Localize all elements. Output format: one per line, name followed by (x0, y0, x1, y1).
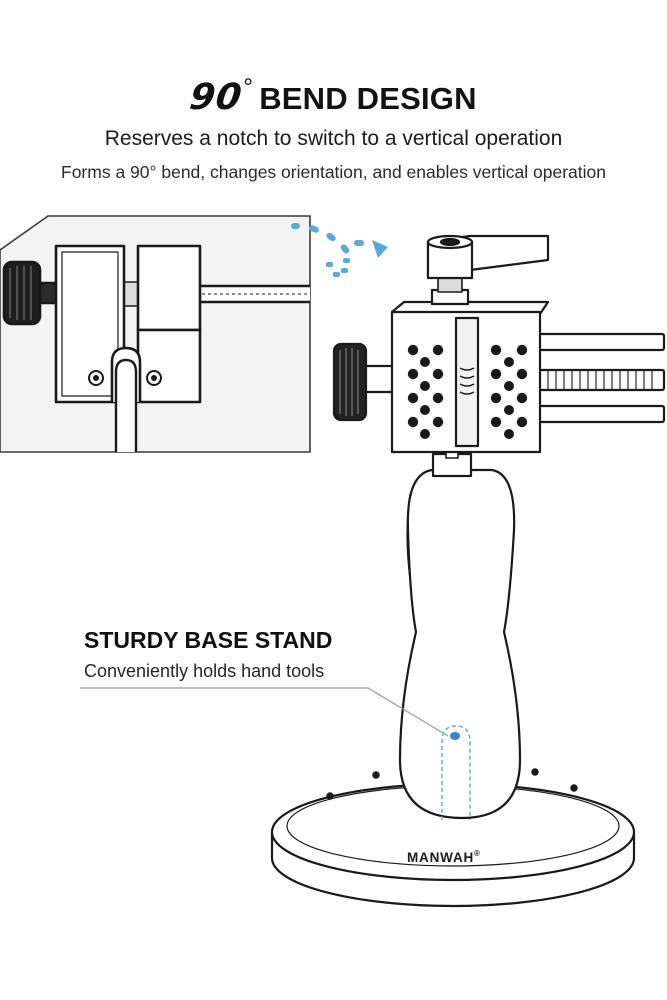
feature-description: Forms a 90° bend, changes orientation, a… (61, 162, 606, 182)
rotation-arrow (291, 223, 388, 277)
pin-vise-tool (270, 234, 666, 908)
feature-subtitle: Reserves a notch to switch to a vertical… (104, 127, 563, 150)
feature-title: 90°BEND DESIGN (0, 74, 667, 118)
callout-title: STURDY BASE STAND (84, 627, 333, 653)
callout-description: Conveniently holds hand tools (84, 661, 325, 681)
callout-leader-line (80, 687, 449, 737)
handle (398, 468, 522, 820)
title-degree-mark: ° (243, 74, 254, 101)
wing-screw (426, 234, 550, 306)
vise-jaws (390, 300, 550, 454)
title-text: BEND DESIGN (259, 81, 477, 116)
detail-inset-image (0, 215, 311, 453)
base-stand (270, 768, 636, 908)
